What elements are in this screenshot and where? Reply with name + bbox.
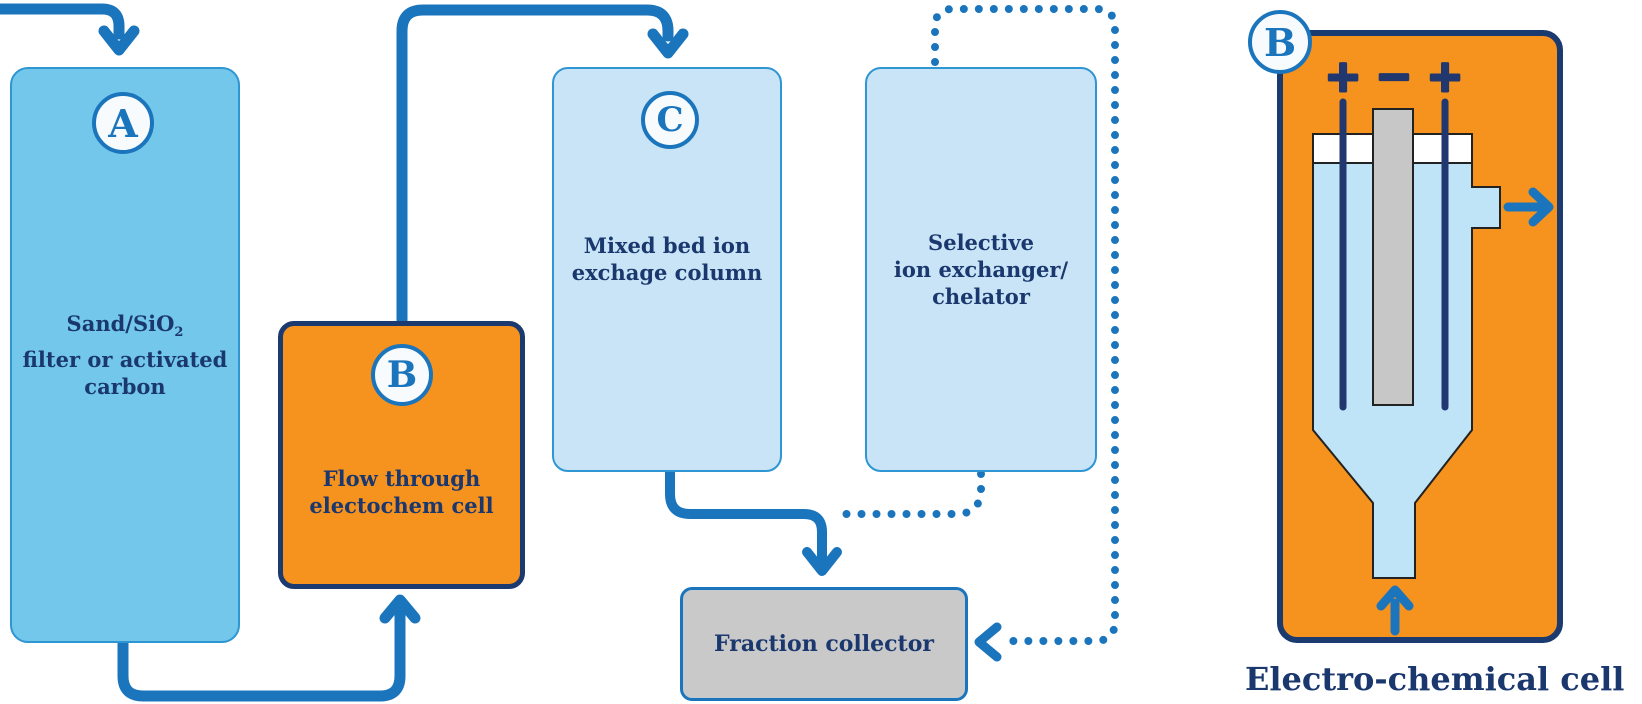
inlet-flow-arrow-icon [0,3,140,56]
badge-cell-b: B [1248,10,1312,74]
box-electrochem-label: Flow through electochem cell [309,466,494,518]
badge-a: A [92,92,154,154]
box-selective-label: Selective ion exchanger/ chelator [893,230,1069,309]
arrow-c-to-fraction-icon [665,467,842,576]
dotted-connector-selective-to-junction [832,470,985,518]
cell-caption: Electro-chemical cell [1245,660,1625,698]
box-fraction-collector: Fraction collector [680,587,968,701]
box-mixed-bed-label: Mixed bed ion exchage column [571,232,763,285]
badge-b: B [371,344,433,406]
badge-c: C [641,91,699,149]
electrochemical-cell-detail-box [1277,30,1563,643]
fraction-collector-label: Fraction collector [714,631,934,657]
dotted-loop-arrowhead-icon [974,622,1002,662]
box-selective-exchanger: Selective ion exchanger/ chelator [865,67,1097,472]
box-sand-filter-label: Sand/SiO2 filter or activated carbon [22,310,228,400]
